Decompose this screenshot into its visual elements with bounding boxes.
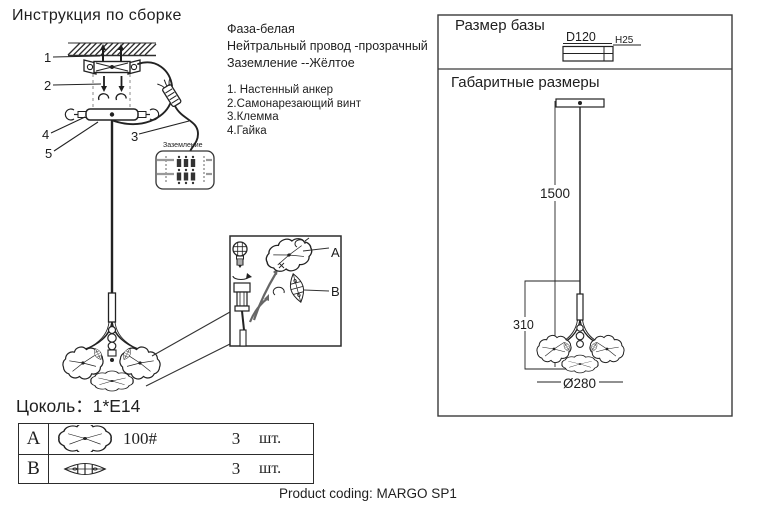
base-dimension-drawing: D120 H25 [562,30,641,62]
wires [113,61,199,153]
twist-arrow-icon-b [272,286,285,296]
dimensions-panel-frame [437,14,733,417]
pendant-lamp-drawing [59,292,164,392]
alignment-guides [92,74,131,108]
twist-arrow-icon [294,237,310,248]
parts-list: 1. Настенный анкер 2.Самонарезающий винт… [227,84,361,138]
parts-list-item: 3.Клемма [227,111,279,123]
row-spec: 100# [123,428,157,448]
callouts: 1 2 3 4 5 [42,50,190,161]
row-letter: A [19,424,49,454]
product-coding: Product coding: MARGO SP1 [279,486,457,501]
row-qty: 3 [231,458,241,478]
lamp-diameter-label: Ø280 [563,376,596,391]
note-neutral: Нейтральный провод -прозрачный [227,39,428,53]
ground-box-label: Заземление [163,142,203,149]
mounting-bracket [83,59,141,75]
parts-list-item: 4.Гайка [227,124,267,137]
detail-leader-lines [145,311,231,387]
callout-5: 5 [45,146,52,161]
pendant-lamp-dimensioned [533,293,628,374]
base-height-label: H25 [615,35,634,46]
table-row: B 3 шт. [19,453,313,483]
page-title: Инструкция по сборке [12,7,182,24]
flower-shade-icon [49,425,121,453]
cable-length-label: 1500 [540,186,570,201]
overall-section-title: Габаритные размеры [451,74,600,91]
lamp-height-label: 310 [513,318,534,332]
callout-3: 3 [131,129,138,144]
socket-spec-label: Цоколь：1*E14 [16,396,141,416]
detail-label-a: A [331,245,340,260]
self-tapping-screws [97,76,127,101]
note-ground: Заземление --Жёлтое [227,56,355,70]
parts-list-item: 1. Настенный анкер [227,84,334,96]
parts-list-item: 2.Самонарезающий винт [227,97,361,110]
micro-labels [157,158,212,176]
callout-4: 4 [42,127,49,142]
components-table: A 100# 3 шт. B 3 шт. [18,423,314,484]
bulb-icon [232,241,248,268]
socket-icon [233,282,251,347]
shade-x-mark [278,262,285,269]
wiring-notes: Фаза-белая Нейтральный провод -прозрачны… [227,21,428,72]
callout-2: 2 [44,78,51,93]
terminal-pins [176,155,196,185]
base-diameter-label: D120 [566,30,596,44]
detail-box: A B [229,231,342,347]
ceiling-hatch [67,42,157,57]
note-phase: Фаза-белая [227,22,295,36]
canopy-plate [64,108,160,295]
table-row: A 100# 3 шт. [19,424,313,454]
callout-1: 1 [44,50,51,65]
ground-terminal-box: Заземление [155,142,215,190]
detail-label-b: B [331,284,340,299]
rotate-arrowhead [246,273,252,279]
row-unit: шт. [259,429,282,447]
overall-dimension-drawing: 1500 310 Ø280 [511,98,628,391]
row-unit: шт. [259,459,282,477]
row-qty: 3 [231,428,241,448]
crystal-ornament-icon [49,457,121,481]
row-letter: B [19,454,49,483]
wall-anchor-pins [100,44,124,61]
base-section-title: Размер базы [455,17,545,34]
terminal-connector [157,77,182,108]
